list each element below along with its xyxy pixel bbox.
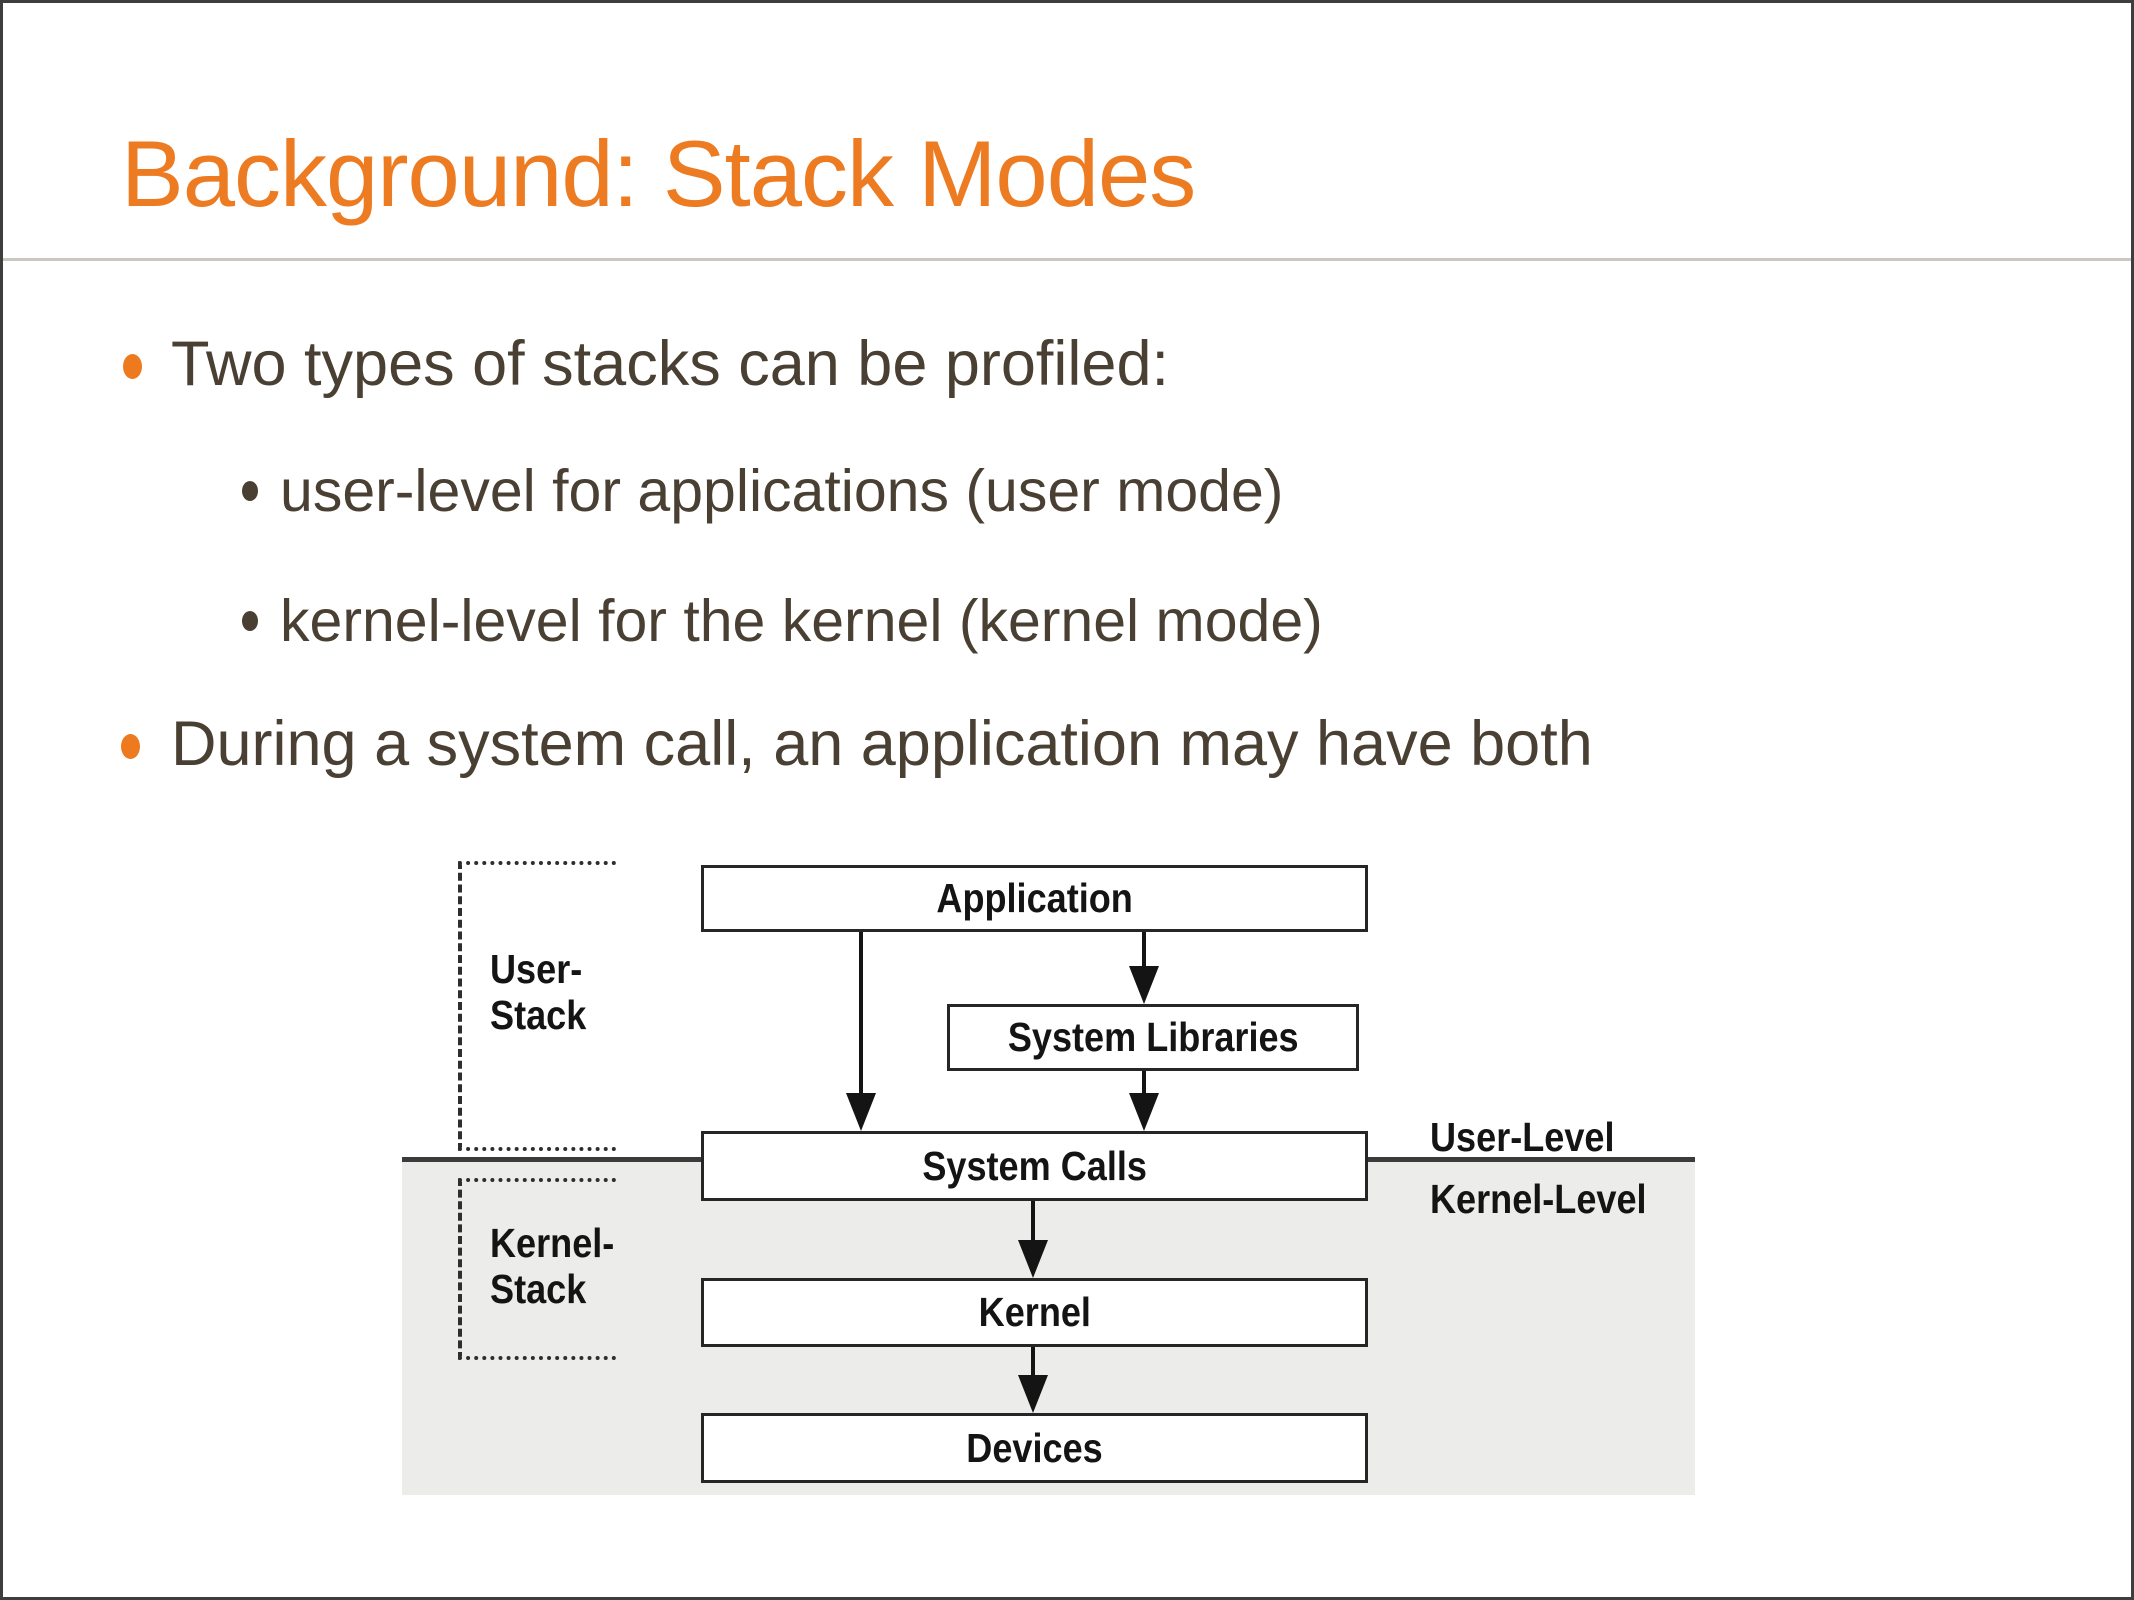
node-kernel: Kernel — [701, 1278, 1368, 1347]
user-stack-bracket — [458, 861, 616, 1151]
arrow-stem — [1142, 932, 1146, 974]
sub-bullet-text: user-level for applications (user mode) — [280, 458, 1284, 524]
arrow-stem — [1142, 1071, 1146, 1101]
node-system-calls-label: System Calls — [922, 1142, 1147, 1189]
kernel-level-label: Kernel-Level — [1430, 1176, 1647, 1222]
arrow-head-icon — [1018, 1375, 1048, 1413]
node-application: Application — [701, 865, 1368, 932]
node-application-label: Application — [936, 875, 1133, 921]
arrow-stem — [859, 932, 863, 1101]
bullet-text: Two types of stacks can be profiled: — [171, 329, 1170, 399]
page-title: Background: Stack Modes — [121, 121, 1196, 226]
bullet-icon — [123, 354, 142, 379]
arrow-head-icon — [1018, 1240, 1048, 1278]
kernel-stack-label: Kernel- Stack — [490, 1220, 615, 1313]
arrow-application-to-system-calls — [846, 932, 876, 1131]
kernel-stack-label-line1: Kernel- — [490, 1220, 615, 1266]
title-divider — [3, 258, 2131, 261]
arrow-head-icon — [846, 1093, 876, 1131]
node-kernel-label: Kernel — [978, 1289, 1091, 1335]
arrow-kernel-to-devices — [1018, 1345, 1048, 1413]
kernel-stack-bracket — [458, 1178, 616, 1360]
sub-bullet-icon — [242, 611, 258, 631]
arrow-head-icon — [1129, 966, 1159, 1004]
node-devices: Devices — [701, 1413, 1368, 1483]
node-devices-label: Devices — [966, 1424, 1103, 1471]
node-system-libraries: System Libraries — [947, 1004, 1359, 1071]
arrow-application-to-system-libraries — [1129, 932, 1159, 1004]
arrow-system-libraries-to-system-calls — [1129, 1071, 1159, 1131]
sub-bullet-icon — [242, 481, 258, 501]
user-level-label: User-Level — [1430, 1114, 1615, 1160]
arrow-system-calls-to-kernel — [1018, 1199, 1048, 1278]
node-system-libraries-label: System Libraries — [1007, 1014, 1299, 1060]
user-stack-label-line2: Stack — [490, 991, 587, 1038]
kernel-stack-label-line2: Stack — [490, 1265, 587, 1312]
bullet-icon — [121, 734, 140, 759]
user-stack-label-line1: User- — [490, 946, 583, 992]
user-stack-label: User- Stack — [490, 946, 587, 1039]
sub-bullet-text: kernel-level for the kernel (kernel mode… — [280, 588, 1323, 654]
arrow-stem — [1031, 1345, 1035, 1383]
arrow-head-icon — [1129, 1093, 1159, 1131]
bullet-text: During a system call, an application may… — [171, 709, 1593, 779]
node-system-calls: System Calls — [701, 1131, 1368, 1201]
arrow-stem — [1031, 1199, 1035, 1248]
